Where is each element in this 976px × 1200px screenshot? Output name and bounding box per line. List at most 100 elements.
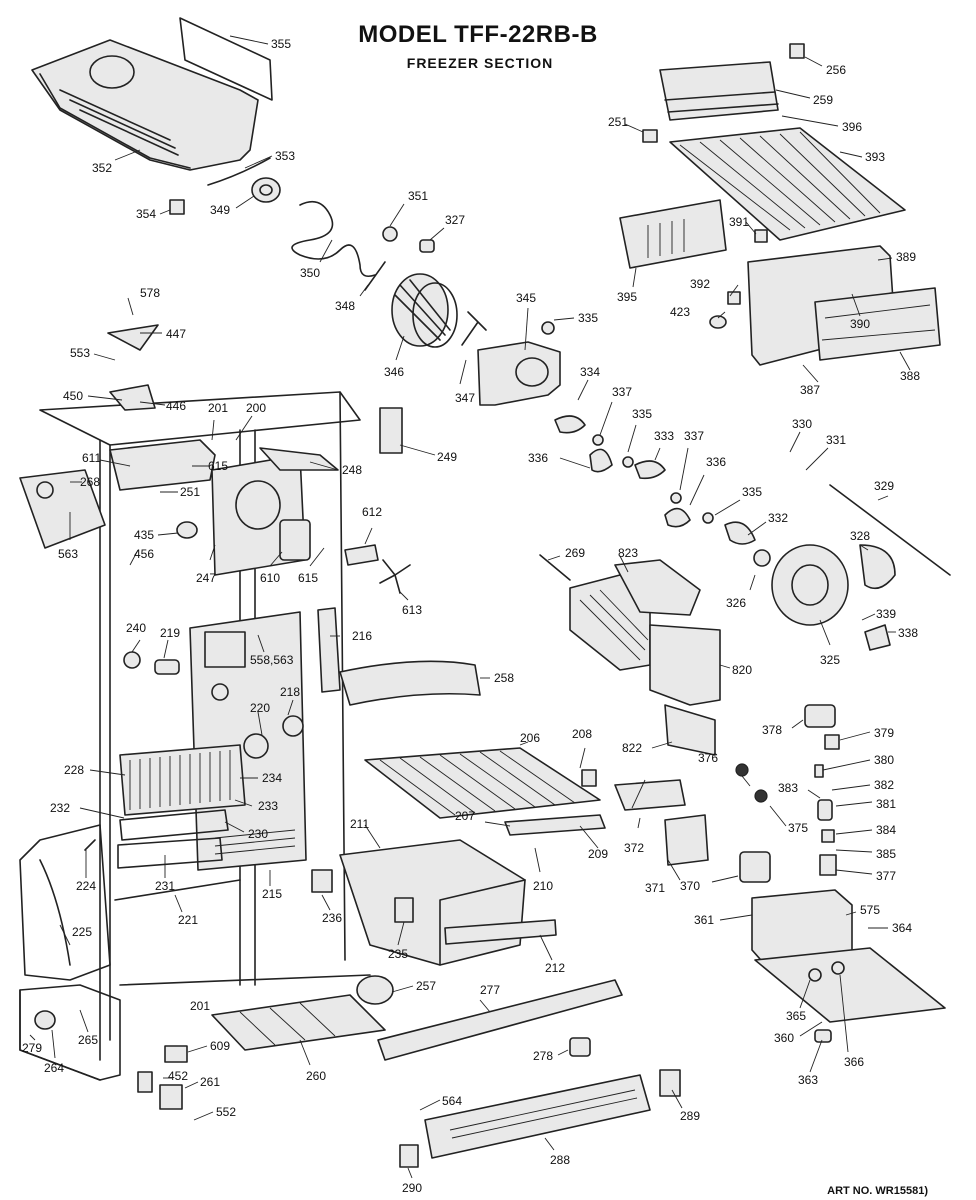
callout-327: 327 [445, 213, 465, 227]
callout-552: 552 [216, 1105, 236, 1119]
callout-329: 329 [874, 479, 894, 493]
callout-259: 259 [813, 93, 833, 107]
callout-330: 330 [792, 417, 812, 431]
callout-265: 265 [78, 1033, 98, 1047]
callout-370: 370 [680, 879, 700, 893]
callout-612: 612 [362, 505, 382, 519]
callout-288: 288 [550, 1153, 570, 1167]
callout-335-c: 335 [742, 485, 762, 499]
callout-376: 376 [698, 751, 718, 765]
callout-210: 210 [533, 879, 553, 893]
callout-248: 248 [342, 463, 362, 477]
callout-361: 361 [694, 913, 714, 927]
callout-264: 264 [44, 1061, 64, 1075]
callout-423: 423 [670, 305, 690, 319]
callout-260: 260 [306, 1069, 326, 1083]
callout-220: 220 [250, 701, 270, 715]
callout-609: 609 [210, 1039, 230, 1053]
callout-352: 352 [92, 161, 112, 175]
callout-349: 349 [210, 203, 230, 217]
callout-337-a: 337 [612, 385, 632, 399]
callout-351: 351 [408, 189, 428, 203]
callout-328: 328 [850, 529, 870, 543]
callout-336-b: 336 [706, 455, 726, 469]
callout-261: 261 [200, 1075, 220, 1089]
callout-363: 363 [798, 1073, 818, 1087]
callout-371: 371 [645, 881, 665, 895]
callout-233: 233 [258, 799, 278, 813]
callout-279: 279 [22, 1041, 42, 1055]
callout-578: 578 [140, 286, 160, 300]
callout-331: 331 [826, 433, 846, 447]
callout-326: 326 [726, 596, 746, 610]
callout-387: 387 [800, 383, 820, 397]
callout-268: 268 [80, 475, 100, 489]
callout-820: 820 [732, 663, 752, 677]
callout-338: 338 [898, 626, 918, 640]
callout-333: 333 [654, 429, 674, 443]
ice-bucket-assembly [31, 17, 561, 406]
callout-240: 240 [126, 621, 146, 635]
callout-575: 575 [860, 903, 880, 917]
callout-613: 613 [402, 603, 422, 617]
callout-337-b: 337 [684, 429, 704, 443]
callout-234: 234 [262, 771, 282, 785]
ice-maker-unit [539, 484, 951, 756]
callout-225: 225 [72, 925, 92, 939]
callout-353: 353 [275, 149, 295, 163]
callout-346: 346 [384, 365, 404, 379]
callout-201-a: 201 [208, 401, 228, 415]
callout-563: 563 [58, 547, 78, 561]
callout-435: 435 [134, 528, 154, 542]
ice-maker-cams [554, 415, 756, 545]
misc-fasteners [19, 324, 597, 1110]
callout-235: 235 [388, 947, 408, 961]
callout-251-b: 251 [180, 485, 200, 499]
callout-208: 208 [572, 727, 592, 741]
callout-553: 553 [70, 346, 90, 360]
callout-348: 348 [335, 299, 355, 313]
callout-335-b: 335 [632, 407, 652, 421]
callout-335-a: 335 [578, 311, 598, 325]
callout-355: 355 [271, 37, 291, 51]
callout-456: 456 [134, 547, 154, 561]
callout-372: 372 [624, 841, 644, 855]
callout-452: 452 [168, 1069, 188, 1083]
callout-375: 375 [788, 821, 808, 835]
callout-211: 211 [350, 817, 369, 831]
callout-392: 392 [690, 277, 710, 291]
callout-216: 216 [352, 629, 372, 643]
callout-564: 564 [442, 1094, 462, 1108]
diagram-title: MODEL TFF-22RB-B [358, 21, 598, 48]
callout-269: 269 [565, 546, 585, 560]
callout-207: 207 [455, 809, 475, 823]
callout-221: 221 [178, 913, 198, 927]
callout-388: 388 [900, 369, 920, 383]
callout-384: 384 [876, 823, 896, 837]
callout-381: 381 [876, 797, 896, 811]
callout-615-a: 615 [208, 459, 228, 473]
callout-347: 347 [455, 391, 475, 405]
callout-200: 200 [246, 401, 266, 415]
callout-219: 219 [160, 626, 180, 640]
callout-230: 230 [248, 827, 268, 841]
callout-231: 231 [155, 879, 175, 893]
callout-378: 378 [762, 723, 782, 737]
callout-209: 209 [588, 847, 608, 861]
callout-366: 366 [844, 1055, 864, 1069]
callout-251-a: 251 [608, 115, 628, 129]
callout-380: 380 [874, 753, 894, 767]
ice-drawer-assembly [619, 43, 941, 366]
callout-249: 249 [437, 450, 457, 464]
electrical-components [614, 704, 946, 1043]
callout-345: 345 [516, 291, 536, 305]
callout-290: 290 [402, 1181, 422, 1195]
callout-212: 212 [545, 961, 565, 975]
callout-218: 218 [280, 685, 300, 699]
callout-201-b: 201 [190, 999, 210, 1013]
callout-450: 450 [63, 389, 83, 403]
callout-393: 393 [865, 150, 885, 164]
callout-215: 215 [262, 887, 282, 901]
callout-228: 228 [64, 763, 84, 777]
callout-232: 232 [50, 801, 70, 815]
